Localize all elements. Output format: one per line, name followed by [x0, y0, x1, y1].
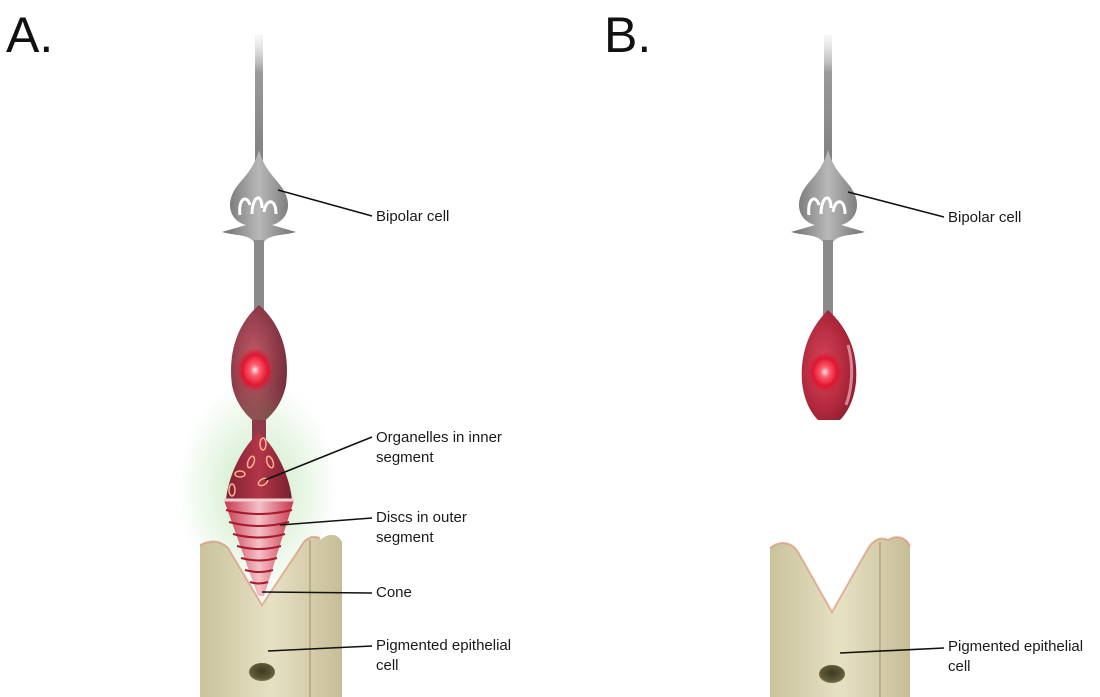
- bipolar-cell-b: [791, 150, 865, 315]
- label-discs-a: Discs in outer segment: [376, 509, 471, 546]
- label-organelles-a: Organelles in inner segment: [376, 429, 506, 466]
- label-bipolar-cell-b: Bipolar cell: [948, 209, 1021, 226]
- pigmented-epithelium-b: [770, 537, 910, 697]
- cone-cell-body-b: [802, 310, 857, 420]
- leader-cone-a: [262, 592, 372, 593]
- label-bipolar-cell-a: Bipolar cell: [376, 208, 449, 225]
- leader-bipolar-a: [278, 190, 372, 216]
- epithelial-pore-b: [819, 665, 845, 683]
- panel-b-letter: B.: [604, 7, 651, 63]
- panel-a: A.: [6, 7, 515, 697]
- panel-a-letter: A.: [6, 7, 53, 63]
- nucleus-b: [808, 352, 842, 392]
- bipolar-cell-a: [222, 150, 296, 310]
- epithelial-pore-a: [249, 663, 275, 681]
- label-cone-a: Cone: [376, 584, 412, 601]
- leader-bipolar-b: [848, 192, 944, 217]
- label-epithelial-b: Pigmented epithelial cell: [948, 638, 1087, 675]
- label-epithelial-a: Pigmented epithelial cell: [376, 637, 515, 674]
- panel-b: B. Bipolar cell Pigmented epithelial cel…: [604, 7, 1087, 697]
